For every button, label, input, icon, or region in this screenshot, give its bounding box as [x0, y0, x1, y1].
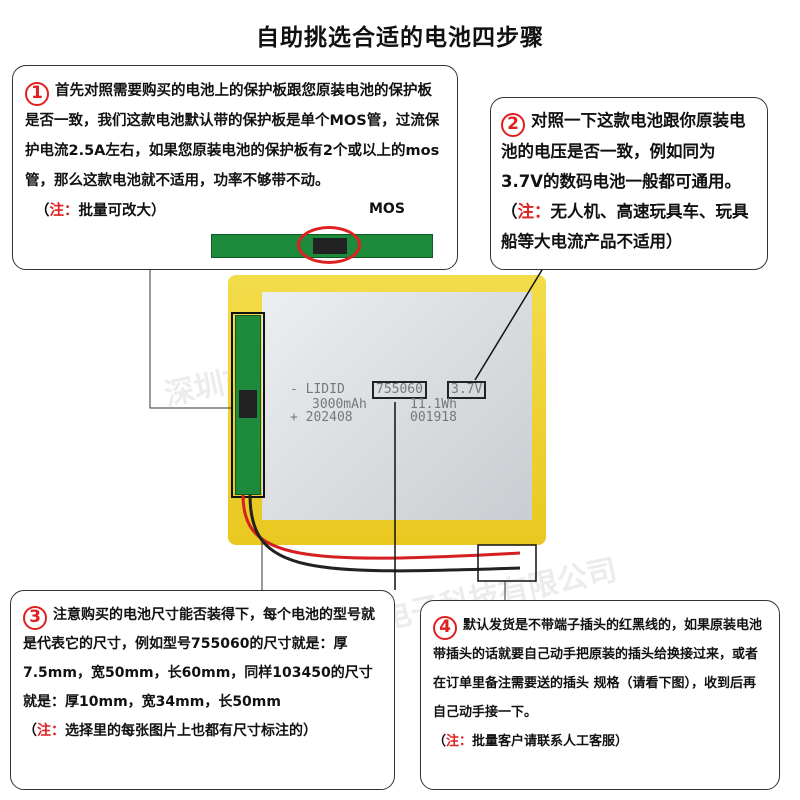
step-1-note: 批量可改大）	[78, 203, 166, 219]
note-label: 注：	[517, 202, 551, 221]
battery-capacity: 3000mAh	[312, 397, 367, 412]
battery-serial: 001918	[410, 410, 457, 425]
step-2-note: 无人机、高速玩具车、玩具船等大电流产品不适用）	[501, 202, 749, 251]
battery-brand: - LIDID	[290, 382, 345, 397]
battery-date: + 202408	[290, 410, 353, 425]
note-open: （	[23, 723, 37, 739]
step-3-text: 注意购买的电池尺寸能否装得下，每个电池的型号就是代表它的尺寸，例如型号75506…	[23, 607, 375, 710]
battery-energy: 11.1Wh	[410, 397, 457, 412]
battery-model: 755060	[372, 381, 427, 399]
red-wire	[241, 494, 521, 560]
step-3-note: 选择里的每张图片上也都有尺寸标注的）	[65, 723, 317, 739]
page-title: 自助挑选合适的电池四步骤	[256, 25, 544, 51]
mos-highlight-circle	[297, 226, 361, 264]
note-label: 注：	[49, 203, 79, 219]
step-number-4: 4	[433, 616, 457, 640]
wire-end-highlight	[477, 544, 537, 582]
note-open: （	[433, 734, 447, 749]
step-number-1: 1	[25, 82, 49, 106]
note-label: 注：	[446, 734, 473, 749]
black-wire	[248, 494, 521, 573]
note-open: （	[501, 202, 518, 221]
mos-label: MOS	[369, 201, 405, 217]
note-label: 注：	[37, 723, 65, 739]
mos-chip	[239, 390, 257, 418]
step-4-note: 批量客户请联系人工客服）	[472, 734, 629, 749]
battery-voltage: 3.7V	[447, 381, 487, 399]
step-4-text: 默认发货是不带端子插头的红黑线的，如果原装电池带插头的话就要自己动手把原装的插头…	[433, 618, 763, 720]
battery-label	[262, 292, 532, 520]
step-2-text: 对照一下这款电池跟你原装电池的电压是否一致，例如同为3.7V的数码电池一般都可通…	[501, 111, 746, 191]
step-number-3: 3	[23, 606, 47, 630]
board-highlight	[231, 312, 265, 498]
step-number-2: 2	[501, 113, 525, 137]
step-1-text: 首先对照需要购买的电池上的保护板跟您原装电池的保护板是否一致，我们这款电池默认带…	[25, 83, 440, 189]
leader-line-1	[149, 270, 231, 409]
leader-line-2	[474, 264, 546, 381]
note-open: （	[35, 203, 50, 219]
